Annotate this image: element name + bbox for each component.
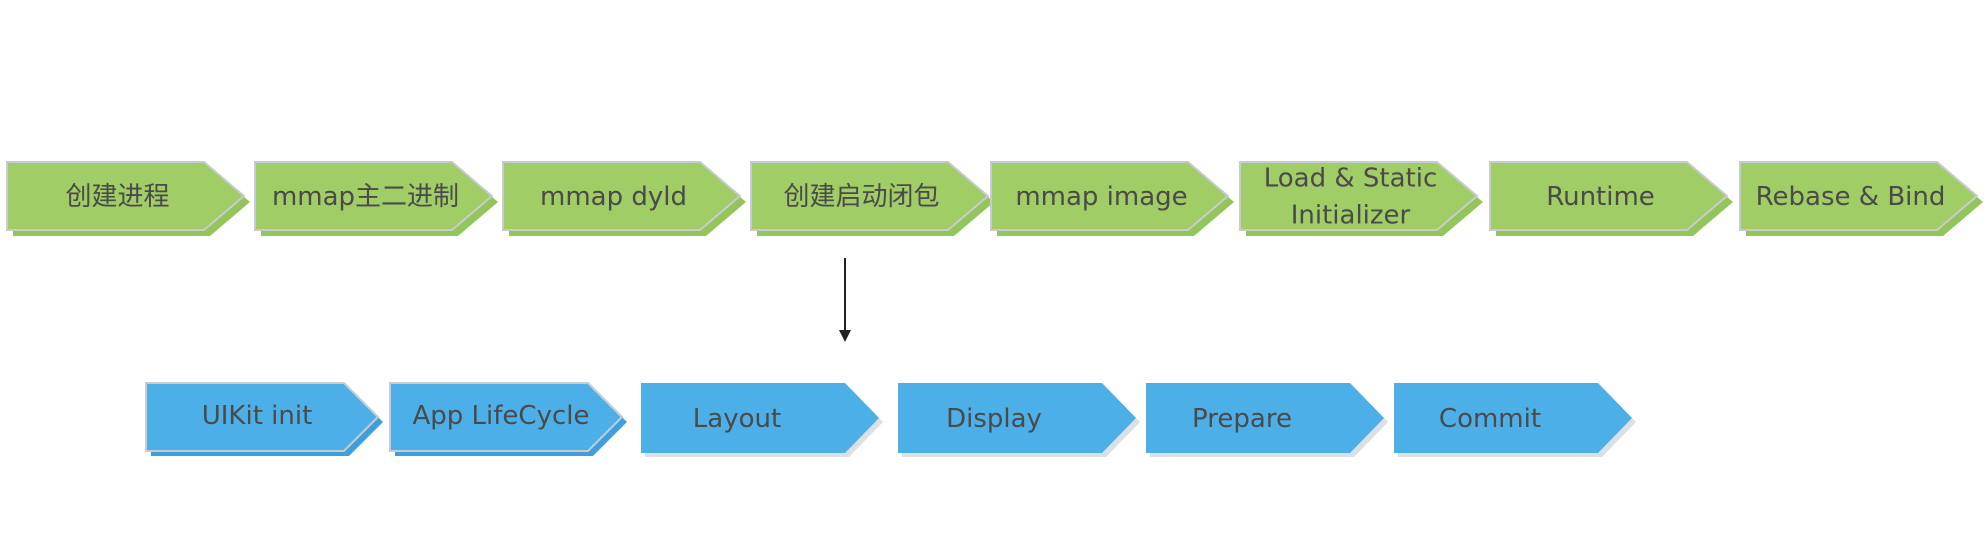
step-label-line: Display xyxy=(946,404,1042,434)
process-step: App LifeCycle xyxy=(389,382,627,456)
step-label: Prepare xyxy=(1192,404,1292,434)
process-step: mmap image xyxy=(990,161,1234,236)
process-step: Commit xyxy=(1394,383,1636,457)
step-label-line: Layout xyxy=(693,404,781,434)
step-arrow-shape xyxy=(1394,383,1632,453)
process-step: mmap主二进制 xyxy=(254,161,498,236)
step-arrow-shape xyxy=(1489,161,1729,231)
step-label: mmap image xyxy=(1015,182,1187,212)
step-label: mmap主二进制 xyxy=(272,182,459,212)
step-arrow-shape xyxy=(1739,161,1979,231)
step-label-line: Initializer xyxy=(1291,201,1411,231)
step-arrow-shape xyxy=(750,161,990,231)
step-arrow-shape xyxy=(990,161,1230,231)
step-label: mmap dyld xyxy=(540,182,687,212)
process-step: Display xyxy=(898,383,1140,457)
step-label: Display xyxy=(946,404,1042,434)
process-step: Rebase & Bind xyxy=(1739,161,1983,236)
top-row-steps: 创建进程 mmap主二进制 mmap dyld 创建启动闭包 mmap image Loa… xyxy=(6,161,1983,236)
process-step: 创建启动闭包 xyxy=(750,161,994,236)
process-step: 创建进程 xyxy=(6,161,250,236)
step-label: Commit xyxy=(1439,404,1541,434)
process-step: UIKit init xyxy=(145,382,383,456)
process-step: Prepare xyxy=(1146,383,1388,457)
step-label-line: Commit xyxy=(1439,404,1541,434)
step-arrow-shape xyxy=(6,161,246,231)
step-arrow-shape xyxy=(145,382,380,452)
step-label-line: Load & Static xyxy=(1264,164,1438,194)
step-label-line: mmap image xyxy=(1015,182,1187,212)
step-arrow-shape xyxy=(898,383,1136,453)
step-arrow-shape xyxy=(502,161,742,231)
bottom-row-steps: UIKit init App LifeCycle Layout Display Prep… xyxy=(145,382,1636,457)
step-label-line: mmap dyld xyxy=(540,182,687,212)
step-arrow-shape xyxy=(389,382,624,452)
step-arrow-shape xyxy=(1146,383,1384,453)
step-label-line: App LifeCycle xyxy=(413,401,590,431)
step-label: UIKit init xyxy=(202,401,313,431)
step-label: Rebase & Bind xyxy=(1756,182,1946,212)
process-step: Runtime xyxy=(1489,161,1733,236)
step-arrow-shape xyxy=(641,383,879,453)
step-label: App LifeCycle xyxy=(413,401,590,431)
process-step: mmap dyld xyxy=(502,161,746,236)
step-label-line: Rebase & Bind xyxy=(1756,182,1946,212)
step-label-line: 创建启动闭包 xyxy=(783,182,939,212)
step-label: Runtime xyxy=(1546,182,1655,212)
step-label-line: UIKit init xyxy=(202,401,313,431)
step-label: 创建进程 xyxy=(65,182,169,212)
step-arrow-shape xyxy=(1239,161,1479,231)
step-label-line: Prepare xyxy=(1192,404,1292,434)
process-step: Layout xyxy=(641,383,883,457)
step-label-line: mmap主二进制 xyxy=(272,182,459,212)
step-label: 创建启动闭包 xyxy=(783,182,939,212)
step-label-line: 创建进程 xyxy=(65,182,169,212)
step-label: Layout xyxy=(693,404,781,434)
step-arrow-shape xyxy=(254,161,494,231)
step-label-line: Runtime xyxy=(1546,182,1655,212)
